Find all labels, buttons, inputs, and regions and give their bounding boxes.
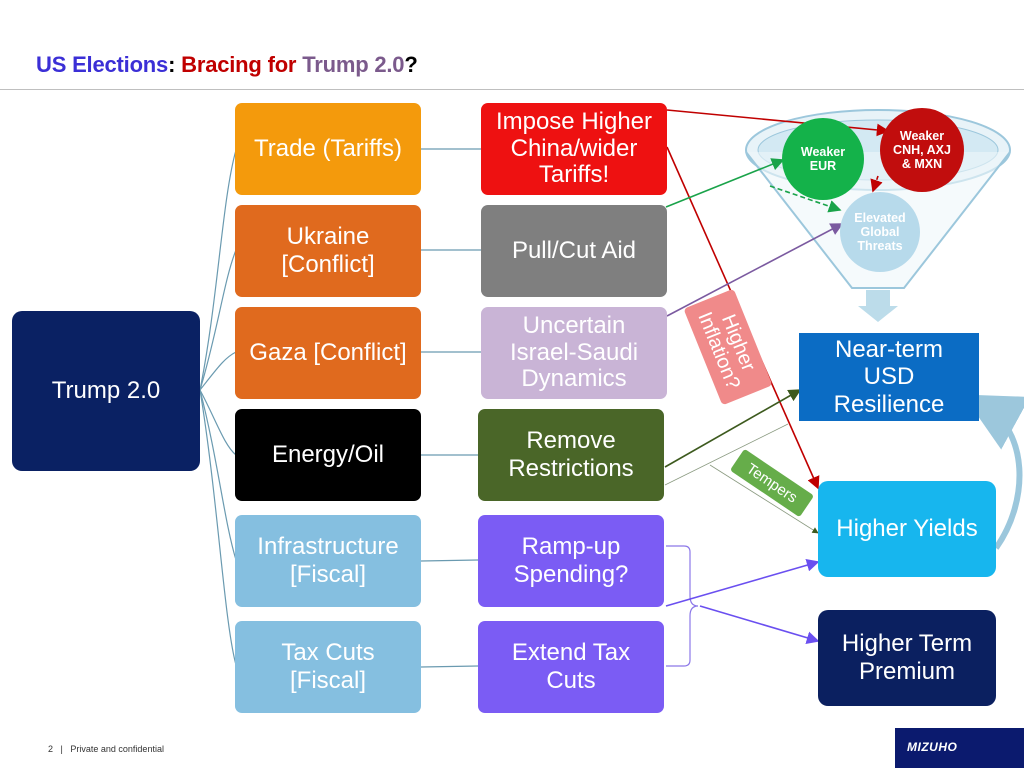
arrow-fiscal-term bbox=[699, 605, 820, 644]
category-energy-label: Energy/Oil bbox=[271, 440, 385, 468]
category-trade-box: Trade (Tariffs) bbox=[235, 103, 421, 195]
policy-tariffs-label: Impose Higher China/wider Tariffs! bbox=[495, 107, 653, 189]
tree-line-energy bbox=[199, 389, 237, 456]
category-ukraine-box: Ukraine [Conflict] bbox=[235, 205, 421, 297]
outcome-usd-label: Near-term USD Resilience bbox=[833, 335, 945, 418]
category-ukraine-label: Ukraine [Conflict] bbox=[281, 222, 375, 278]
category-energy-box: Energy/Oil bbox=[235, 409, 421, 501]
category-gaza-box: Gaza [Conflict] bbox=[235, 307, 421, 399]
bubble-elevated-threats: Elevated Global Threats bbox=[840, 192, 920, 272]
policy-tariffs-box: Impose Higher China/wider Tariffs! bbox=[481, 103, 667, 195]
mizuho-logo-text: MIZUHO bbox=[907, 740, 958, 754]
tree-line-ukraine bbox=[199, 249, 237, 391]
outcome-yields-box: Higher Yields bbox=[818, 481, 996, 577]
policy-restrictions-label: Remove Restrictions bbox=[508, 426, 634, 482]
funnel-spout bbox=[858, 290, 898, 322]
outcome-yields-label: Higher Yields bbox=[836, 514, 978, 542]
arrow-aid-eur bbox=[665, 158, 785, 208]
outcome-usd-box: Near-term USD Resilience bbox=[799, 333, 979, 421]
footer-page-number: 2 bbox=[48, 744, 54, 754]
arrow-restrictions-usd bbox=[664, 389, 802, 468]
title-part-bracing: Bracing for bbox=[175, 52, 303, 77]
policy-spending-label: Ramp-up Spending? bbox=[513, 532, 629, 588]
link-tax-extend bbox=[420, 665, 479, 668]
arrow-tempers-yields bbox=[709, 464, 819, 534]
title-divider bbox=[0, 89, 1024, 90]
mizuho-logo: MIZUHO bbox=[895, 728, 1024, 768]
arrow-cnh-threats-dashed bbox=[870, 175, 883, 193]
policy-aid-box: Pull/Cut Aid bbox=[481, 205, 667, 297]
title-part-us-elections: US Elections bbox=[36, 52, 169, 77]
footer: 2 | Private and confidential bbox=[48, 744, 164, 754]
bubble-weaker-eur-label: Weaker EUR bbox=[800, 145, 846, 173]
arrow-restrictions-up-thin bbox=[664, 423, 789, 486]
category-gaza-label: Gaza [Conflict] bbox=[249, 338, 407, 366]
title-colon: : bbox=[168, 52, 176, 77]
category-infrastructure-label: Infrastructure [Fiscal] bbox=[257, 532, 399, 588]
tree-line-tax bbox=[199, 389, 237, 666]
policy-extend-tax-box: Extend Tax Cuts bbox=[478, 621, 664, 713]
page-title: US Elections: Bracing for Trump 2.0? bbox=[36, 52, 418, 78]
root-trump-label: Trump 2.0 bbox=[51, 376, 161, 404]
outcome-term-premium-label: Higher Term Premium bbox=[841, 629, 973, 685]
arrow-tariffs-cnh bbox=[666, 109, 890, 137]
category-tax-label: Tax Cuts [Fiscal] bbox=[281, 638, 375, 694]
bubble-weaker-cnh: Weaker CNH, AXJ & MXN bbox=[880, 108, 964, 192]
tree-line-gaza bbox=[199, 351, 237, 391]
fiscal-bracket bbox=[666, 545, 699, 667]
category-trade-label: Trade (Tariffs) bbox=[253, 134, 403, 162]
arrow-eur-threats-dashed bbox=[769, 185, 842, 213]
root-tree-lines bbox=[199, 149, 237, 666]
tree-line-infra bbox=[199, 389, 237, 561]
category-tax-box: Tax Cuts [Fiscal] bbox=[235, 621, 421, 713]
policy-israel-box: Uncertain Israel-Saudi Dynamics bbox=[481, 307, 667, 399]
bubble-weaker-eur: Weaker EUR bbox=[782, 118, 864, 200]
arrow-yields-usd-curve bbox=[962, 394, 1024, 550]
outcome-term-premium-box: Higher Term Premium bbox=[818, 610, 996, 706]
title-qmark: ? bbox=[404, 52, 418, 77]
title-part-trump: Trump 2.0 bbox=[302, 52, 405, 77]
category-policy-lines bbox=[420, 148, 481, 668]
tree-line-trade bbox=[199, 149, 237, 391]
link-infra-spending bbox=[420, 559, 479, 562]
category-infrastructure-box: Infrastructure [Fiscal] bbox=[235, 515, 421, 607]
policy-restrictions-box: Remove Restrictions bbox=[478, 409, 664, 501]
bubble-elevated-threats-label: Elevated Global Threats bbox=[854, 211, 906, 253]
policy-extend-tax-label: Extend Tax Cuts bbox=[511, 638, 631, 694]
root-trump-box: Trump 2.0 bbox=[12, 311, 200, 471]
arrow-fiscal-yields bbox=[665, 558, 820, 607]
policy-israel-label: Uncertain Israel-Saudi Dynamics bbox=[509, 311, 639, 393]
arrow-israel-threats bbox=[666, 223, 844, 317]
footer-confidential: Private and confidential bbox=[70, 744, 164, 754]
policy-spending-box: Ramp-up Spending? bbox=[478, 515, 664, 607]
footer-separator: | bbox=[60, 744, 63, 754]
bubble-weaker-cnh-label: Weaker CNH, AXJ & MXN bbox=[893, 129, 951, 171]
policy-aid-label: Pull/Cut Aid bbox=[511, 236, 637, 264]
